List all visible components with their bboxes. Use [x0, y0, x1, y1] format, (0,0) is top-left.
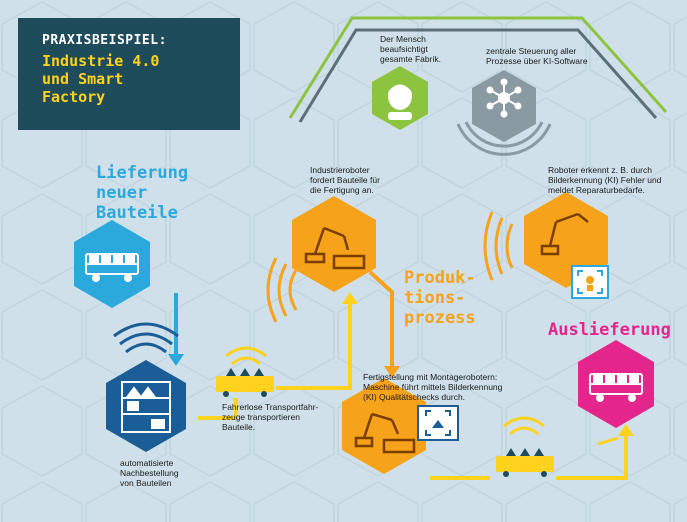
caption-line: Der Mensch: [380, 34, 426, 44]
caption-nachbestellung: automatisierte Nachbestellung von Bautei…: [120, 458, 179, 488]
caption-transport: Fahrerlose Transportfahr- zeuge transpor…: [222, 402, 318, 432]
header-title-line: und Smart: [42, 70, 124, 88]
wave-icon: [483, 211, 514, 281]
caption-line: (KI) Qualitätschecks durch.: [363, 392, 466, 402]
connector-yellow-2: [276, 300, 352, 390]
supervisor-hexagon: [372, 66, 428, 130]
caption-line: Nachbestellung: [120, 468, 179, 478]
ai-network-icon: [486, 78, 522, 118]
shelf-icon: [121, 381, 171, 433]
header-box: [18, 18, 240, 130]
section-title-line: neuer: [96, 183, 148, 203]
caption-line: Bauteile.: [222, 422, 256, 432]
caption-industrieroboter: Industrieroboter fordert Bauteile für di…: [310, 165, 380, 195]
wifi-icon: [225, 346, 267, 366]
caption-mensch: Der Mensch beaufsichtigt gesamte Fabrik.: [380, 34, 441, 64]
section-title-produktion: Produk- tions- prozess: [404, 268, 476, 328]
connector-yellow-5: [597, 436, 619, 446]
delivery-hexagon: [74, 220, 150, 308]
caption-line: Industrieroboter: [310, 165, 370, 175]
caption-line: Prozesse über KI-Software: [486, 56, 588, 66]
robot-hexagon-1: [292, 196, 376, 292]
caption-fertigstellung: Fertigstellung mit Montagerobotern: Masc…: [363, 372, 502, 402]
caption-line: beaufsichtigt: [380, 44, 428, 54]
scan-icon: [417, 405, 459, 441]
storage-hexagon: [106, 360, 186, 452]
caption-line: fordert Bauteile für: [310, 175, 380, 185]
section-title-line: Bauteile: [96, 203, 178, 223]
caption-line: gesamte Fabrik.: [380, 54, 441, 64]
caption-line: von Bauteilen: [120, 478, 172, 488]
truck-icon: [85, 253, 139, 282]
arrow-head-blue: [168, 354, 184, 366]
caption-roboter-erkennt: Roboter erkennt z. B. durch Bilderkennun…: [548, 165, 661, 195]
caption-line: automatisierte: [120, 458, 174, 468]
agv-icon: [216, 368, 274, 397]
robot-arm-icon: [540, 212, 589, 256]
connector-yellow-1: [198, 398, 238, 420]
caption-line: zeuge transportieren: [222, 412, 300, 422]
section-title-line: tions-: [404, 288, 466, 308]
arrow-head-orange: [384, 366, 400, 378]
shipping-hexagon: [578, 340, 654, 428]
header-kicker: PRAXISBEISPIEL:: [42, 33, 167, 48]
robot-hexagon-2: [524, 192, 608, 288]
section-title-auslieferung: Auslieferung: [548, 320, 671, 340]
wave-icon: [266, 257, 298, 323]
wifi-icon: [113, 322, 179, 354]
caption-line: meldet Reparaturbedarfe.: [548, 185, 645, 195]
caption-steuerung: zentrale Steuerung aller Prozesse über K…: [486, 46, 588, 66]
truck-icon: [589, 373, 643, 402]
caption-line: Bilderkennung (KI) Fehler und: [548, 175, 662, 185]
connector-yellow-4: [556, 432, 628, 480]
caption-line: zentrale Steuerung aller: [486, 46, 577, 56]
ai-control-hexagon: [456, 70, 552, 156]
arrow-head-yellow-2: [618, 424, 634, 436]
caption-line: die Fertigung an.: [310, 185, 374, 195]
section-title-line: Lieferung: [96, 163, 189, 183]
section-title-line: prozess: [404, 308, 476, 328]
roof-line-green: [288, 16, 668, 119]
roof-line-grey: [298, 28, 658, 123]
caption-line: Fertigstellung mit Montagerobotern:: [363, 372, 498, 382]
connector-orange: [368, 270, 394, 370]
robot-hexagon-3: [342, 378, 426, 474]
header-title: Industrie 4.0 und Smart Factory: [42, 52, 232, 106]
agv-icon: [496, 448, 554, 477]
caption-line: Roboter erkennt z. B. durch: [548, 165, 652, 175]
header-title-line: Factory: [42, 88, 106, 106]
scan-icon: [571, 265, 609, 299]
robot-arm-icon: [304, 226, 366, 270]
header-title-line: Industrie 4.0: [42, 52, 160, 70]
section-title-lieferung: Lieferung neuer Bauteile: [96, 163, 188, 223]
robot-arm-icon: [354, 412, 416, 454]
person-icon: [384, 81, 416, 120]
caption-line: Maschine führt mittels Bilderkennung: [363, 382, 503, 392]
wifi-icon: [503, 416, 545, 436]
arrow-head-yellow-1: [342, 292, 358, 304]
section-title-line: Produk-: [404, 268, 476, 288]
caption-line: Fahrerlose Transportfahr-: [222, 402, 319, 412]
